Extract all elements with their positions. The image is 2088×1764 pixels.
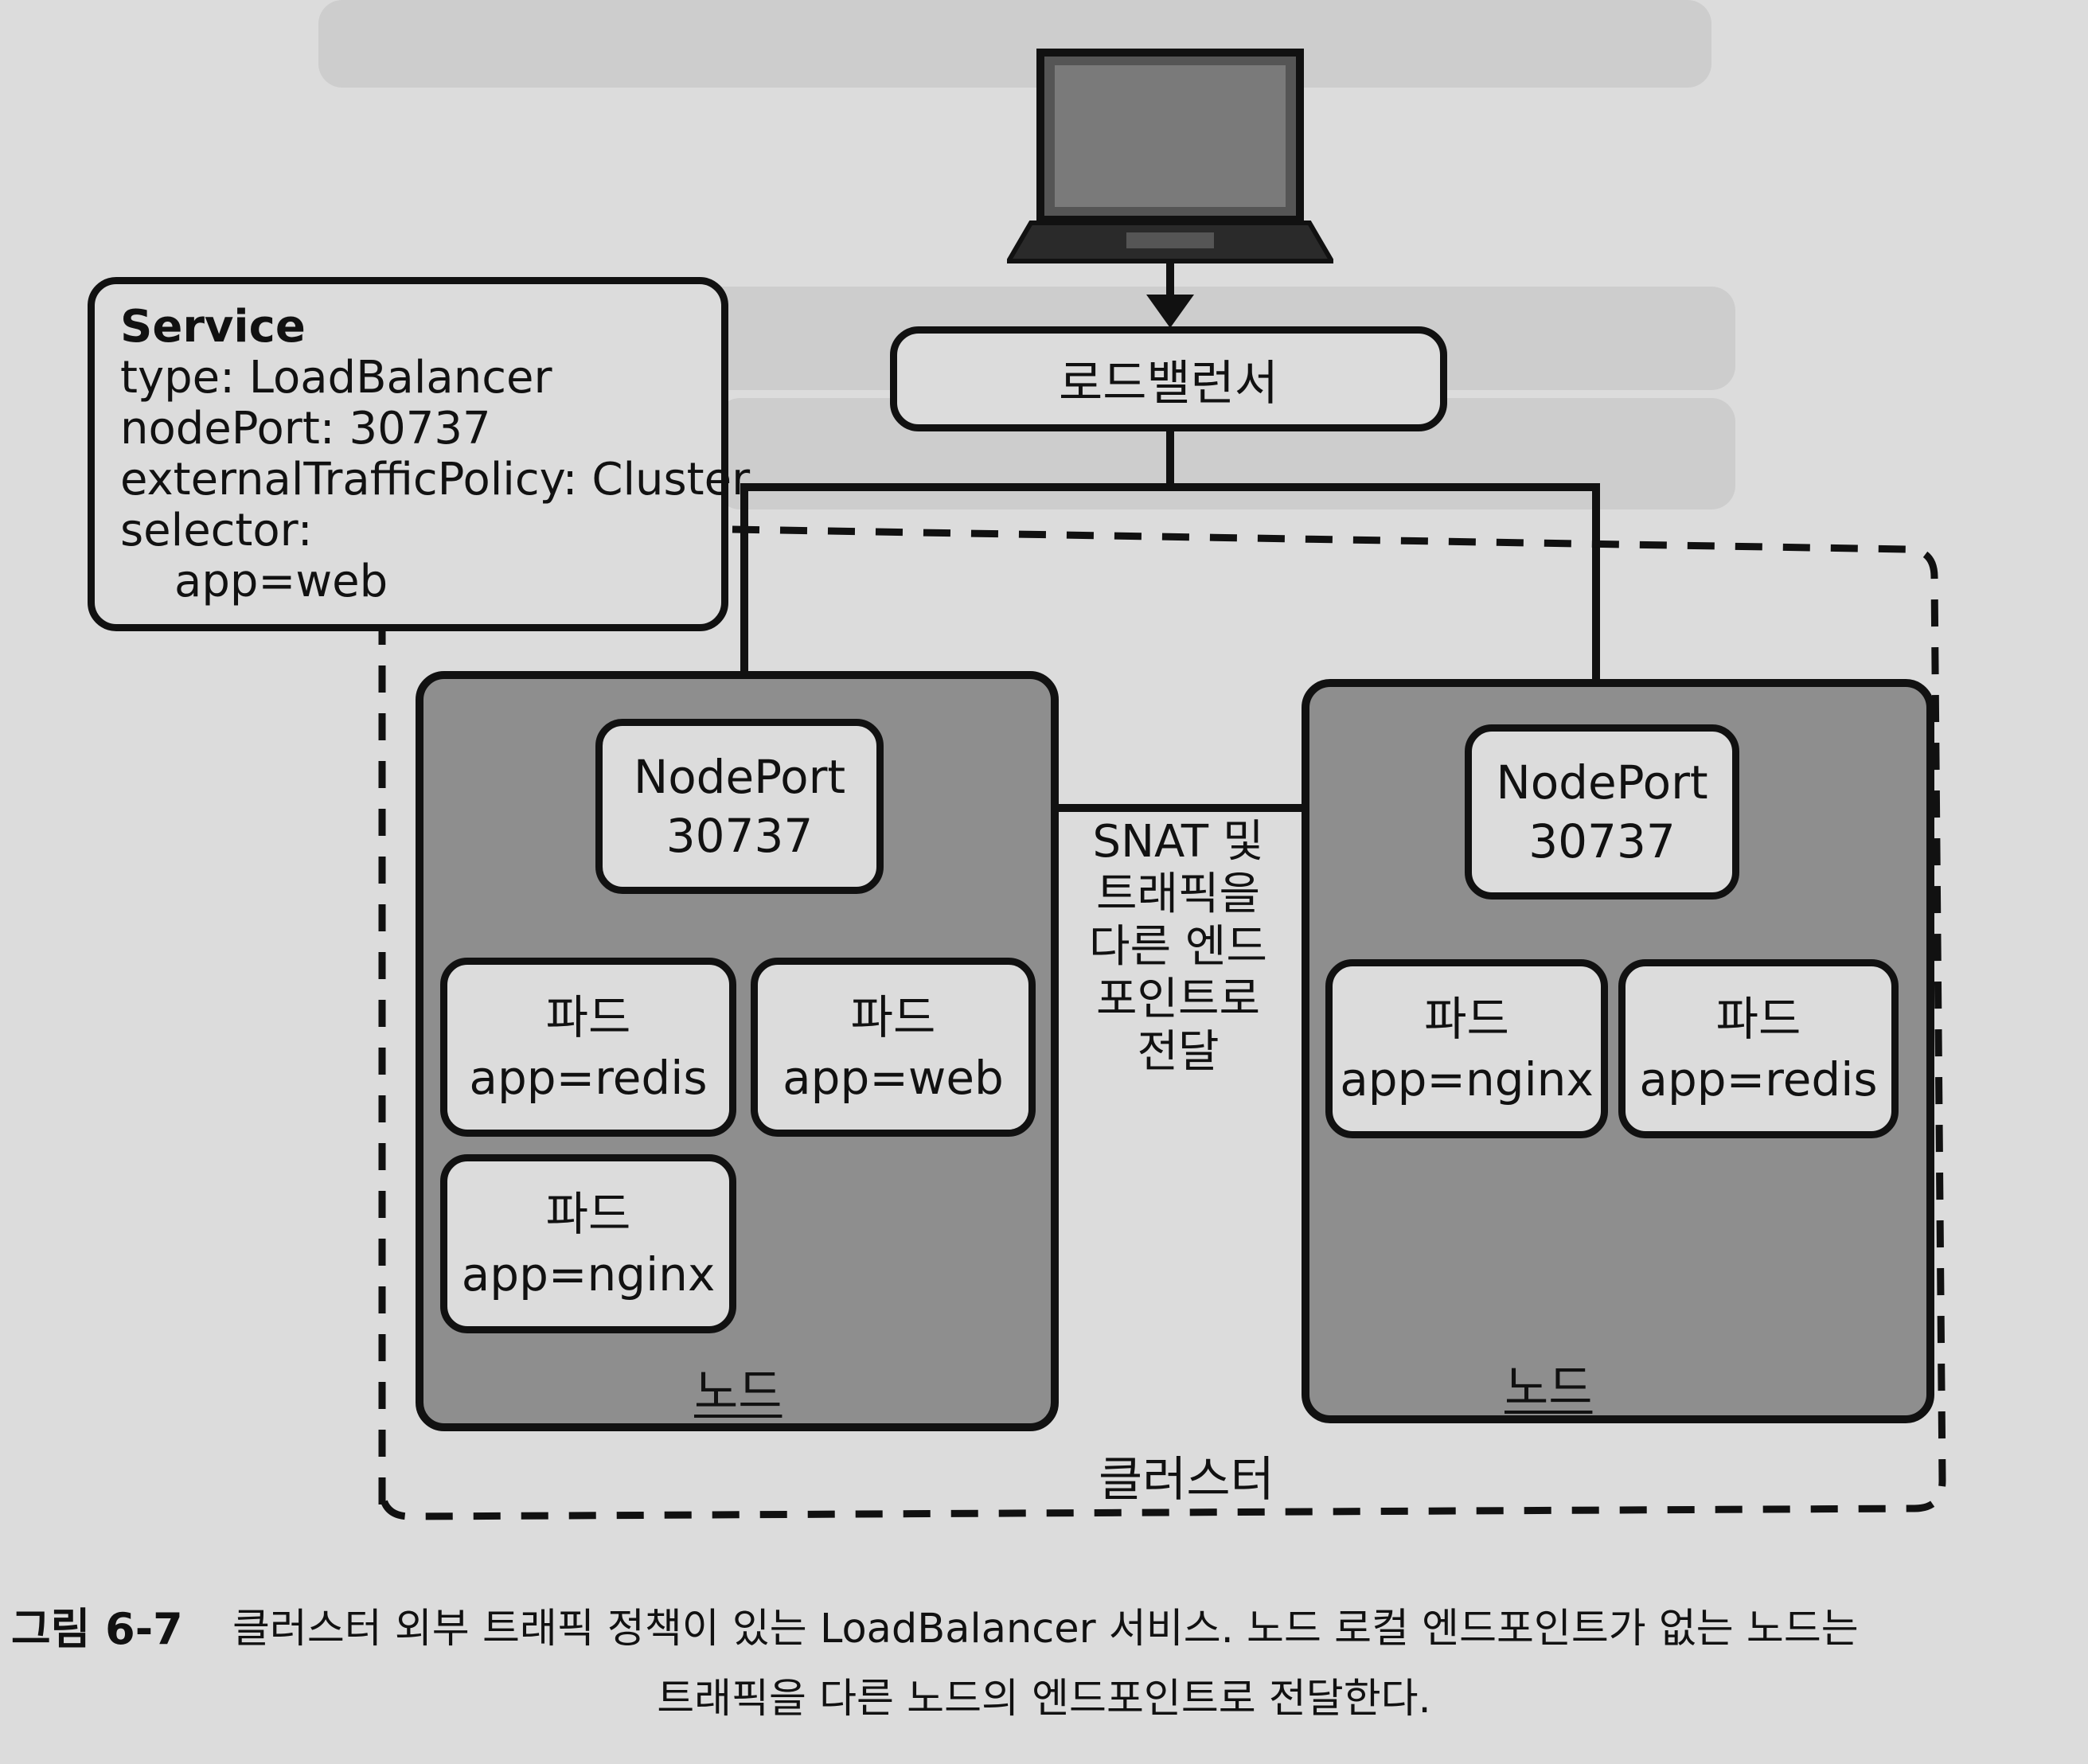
caption-line-2: 트래픽을 다른 노드의 엔드포인트로 전달한다.	[657, 1676, 1431, 1723]
pod-left-redis: 파드 app=redis	[440, 958, 736, 1137]
cluster-boundary	[378, 525, 1946, 1520]
pod-selector: app=nginx	[461, 1247, 716, 1302]
service-type-line: type: LoadBalancer	[120, 352, 552, 404]
nodeport-left-title: NodePort	[633, 750, 846, 804]
pod-right-redis: 파드 app=redis	[1618, 959, 1899, 1138]
nodeport-left-number: 30737	[665, 809, 814, 863]
pod-kind: 파드	[545, 1186, 631, 1241]
pod-left-web: 파드 app=web	[751, 958, 1036, 1137]
snat-note: SNAT 및 트래픽을 다른 엔드 포인트로 전달	[1075, 816, 1282, 1079]
nodeport-right-title: NodePort	[1496, 755, 1708, 810]
snat-note-line: 포인트로	[1095, 974, 1261, 1025]
node-left-label: 노드	[694, 1364, 783, 1420]
pod-left-nginx: 파드 app=nginx	[440, 1154, 736, 1333]
caption-line-1: 클러스터 외부 트래픽 정책이 있는 LoadBalancer 서비스. 노드 …	[232, 1606, 1859, 1653]
service-title: Service	[120, 301, 306, 353]
pod-selector: app=nginx	[1340, 1052, 1594, 1106]
node-right-label: 노드	[1505, 1360, 1593, 1416]
service-nodeport-line: nodePort: 30737	[120, 403, 491, 455]
load-balancer-box: 로드밸런서	[890, 326, 1447, 431]
arrow-lb-to-nodes	[740, 483, 1600, 693]
ghost-decoration	[318, 0, 1711, 88]
pod-kind: 파드	[1715, 991, 1801, 1046]
pod-selector: app=web	[783, 1050, 1004, 1105]
pod-selector: app=redis	[469, 1050, 708, 1105]
pod-kind: 파드	[545, 989, 631, 1044]
snat-note-line: 전달	[1137, 1026, 1220, 1078]
service-selector-line: selector:	[120, 505, 313, 556]
service-selector-value: app=web	[174, 556, 388, 607]
nodeport-right-number: 30737	[1528, 814, 1676, 868]
nodeport-left: NodePort 30737	[595, 719, 884, 894]
service-definition-box: Service type: LoadBalancer nodePort: 307…	[88, 277, 751, 631]
pod-kind: 파드	[1424, 991, 1509, 1046]
load-balancer-label: 로드밸런서	[1059, 355, 1278, 412]
snat-note-line: 다른 엔드	[1089, 921, 1267, 973]
pod-selector: app=redis	[1639, 1052, 1878, 1106]
pod-right-nginx: 파드 app=nginx	[1325, 959, 1608, 1138]
snat-note-line: 트래픽을	[1095, 868, 1261, 920]
nodeport-right: NodePort 30737	[1465, 724, 1739, 900]
snat-note-line: SNAT 및	[1092, 816, 1264, 868]
pod-kind: 파드	[850, 989, 936, 1044]
cluster-label: 클러스터	[1099, 1452, 1274, 1508]
caption-number: 그림 6-7	[11, 1604, 183, 1654]
laptop-icon	[1007, 49, 1333, 263]
service-traffic-policy-line: externalTrafficPolicy: Cluster	[120, 454, 751, 505]
